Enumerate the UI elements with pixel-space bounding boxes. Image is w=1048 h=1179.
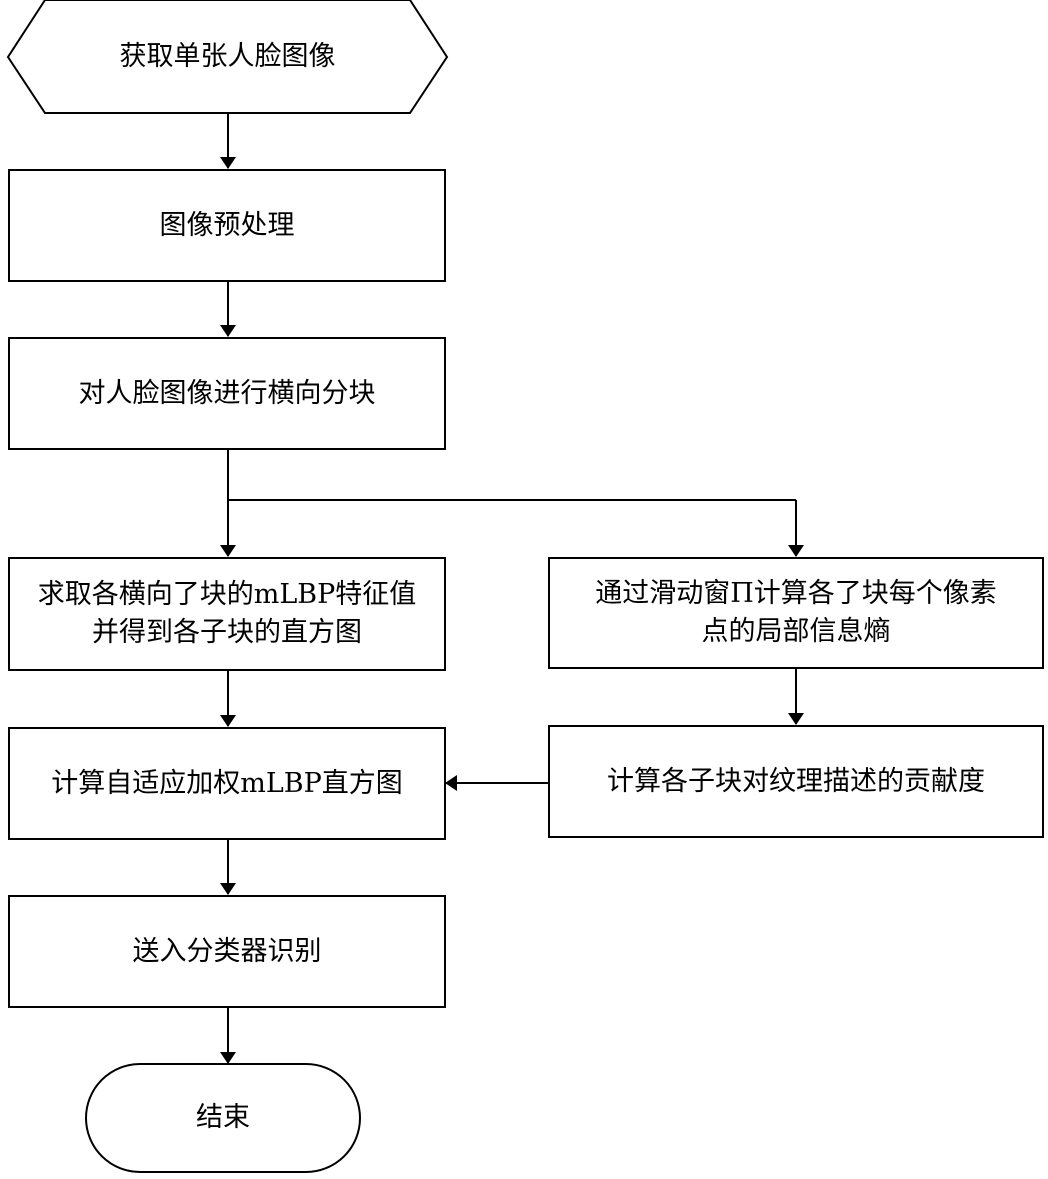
end-node: 结束 [86,1064,360,1172]
split-node-label: 对人脸图像进行横向分块 [79,375,376,413]
entropy-node-label-line1: 通过滑动窗П计算各了块每个像素 [595,575,997,613]
mlbp-node-label-line2: 并得到各子块的直方图 [92,614,362,652]
contribution-node-label: 计算各子块对纹理描述的贡献度 [607,763,985,801]
start-node-label: 获取单张人脸图像 [120,38,336,76]
mlbp-node-label-line1: 求取各横向了块的mLBP特征值 [38,576,417,614]
entropy-node: 通过滑动窗П计算各了块每个像素 点的局部信息熵 [548,557,1044,669]
start-node: 获取单张人脸图像 [8,0,447,113]
weighted-node: 计算自适应加权mLBP直方图 [8,727,446,840]
split-node: 对人脸图像进行横向分块 [8,337,446,450]
contribution-node: 计算各子块对纹理描述的贡献度 [548,725,1044,838]
preprocess-node-label: 图像预处理 [160,207,295,245]
mlbp-node: 求取各横向了块的mLBP特征值 并得到各子块的直方图 [8,557,446,671]
classify-node: 送入分类器识别 [8,895,446,1008]
classify-node-label: 送入分类器识别 [133,933,322,971]
entropy-node-label-line2: 点的局部信息熵 [702,613,891,651]
weighted-node-label: 计算自适应加权mLBP直方图 [51,765,403,803]
preprocess-node: 图像预处理 [8,169,446,282]
end-node-label: 结束 [196,1099,250,1137]
